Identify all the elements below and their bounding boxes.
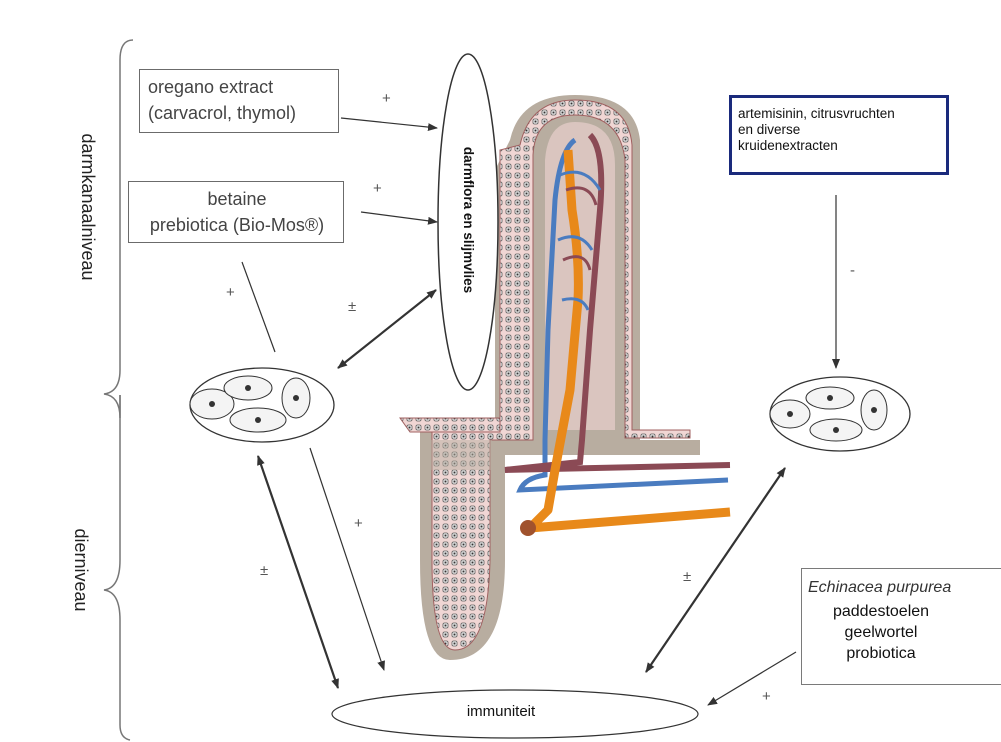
parasite-oocyst-right: [770, 377, 910, 451]
sign-echinacea-immunity: +: [762, 688, 771, 705]
artemisinin-line-3: kruidenextracten: [738, 138, 942, 154]
betaine-line-1: betaine: [131, 186, 343, 212]
echinacea-item-1: paddestoelen: [802, 601, 1001, 622]
level-label-animal: dierniveau: [71, 515, 91, 625]
immunity-label: immuniteit: [431, 703, 571, 720]
sign-parasite-flora: ±: [348, 298, 356, 315]
betaine-line-2: prebiotica (Bio-Mos®): [131, 212, 343, 238]
artemisinin-box: artemisinin, citrusvruchten en diverse k…: [729, 95, 949, 175]
level-label-gut: darmkanaalniveau: [78, 132, 98, 282]
oregano-box: oregano extract (carvacrol, thymol): [139, 69, 339, 133]
sign-parasite-immunity: +: [354, 515, 363, 532]
artemisinin-line-2: en diverse: [738, 122, 942, 138]
line-betaine-to-parasite: [242, 262, 275, 352]
echinacea-title: Echinacea purpurea: [802, 569, 1001, 601]
echinacea-box: Echinacea purpurea paddestoelen geelwort…: [801, 568, 1001, 685]
artemisinin-line-1: artemisinin, citrusvruchten: [738, 106, 942, 122]
sign-oregano-flora: +: [382, 90, 391, 107]
arrow-parasite-right-immunity: [646, 468, 785, 672]
sign-artemisinin-parasite: -: [850, 262, 855, 279]
betaine-box: betaine prebiotica (Bio-Mos®): [128, 181, 344, 243]
parasite-oocyst-left: [190, 368, 334, 442]
arrow-echinacea-to-immunity: [708, 652, 796, 705]
sign-parasite-immunity-double: ±: [260, 562, 268, 579]
echinacea-item-3: probiotica: [802, 643, 1001, 664]
oregano-line-2: (carvacrol, thymol): [148, 100, 338, 126]
arrow-oregano-to-flora: [341, 118, 437, 128]
sign-betaine-flora: +: [373, 180, 382, 197]
echinacea-item-2: geelwortel: [802, 622, 1001, 643]
gut-flora-label: darmflora en slijmvlies: [458, 125, 476, 315]
bracket-animal-level: [104, 395, 130, 740]
arrow-betaine-to-flora: [361, 212, 437, 222]
sign-betaine-parasite: +: [226, 284, 235, 301]
oregano-line-1: oregano extract: [148, 74, 338, 100]
sign-parasite-right-immunity: ±: [683, 568, 691, 585]
arrow-parasite-immunity-double: [258, 456, 338, 688]
